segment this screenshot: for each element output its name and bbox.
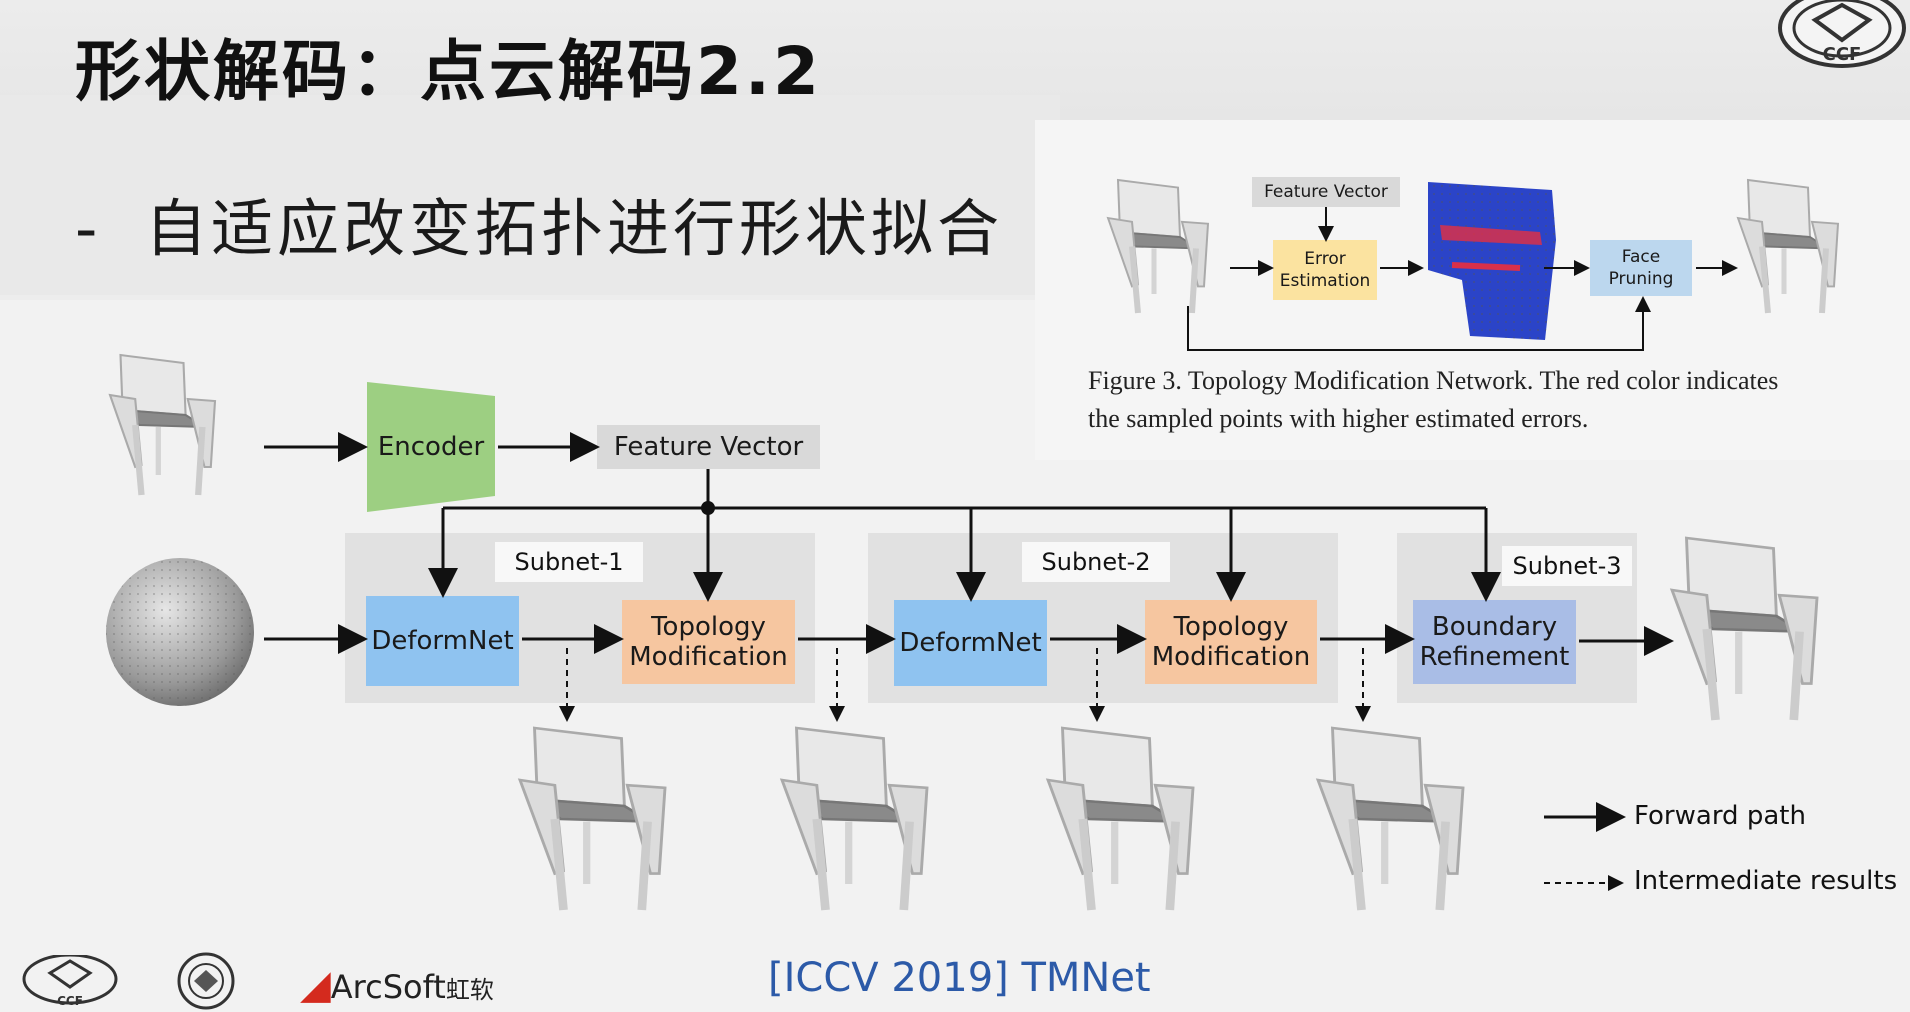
intermediate-chair-icon-4 — [1318, 728, 1463, 910]
inset-chair-input-icon — [1108, 180, 1208, 313]
face-label-line1: Face — [1621, 247, 1661, 267]
input-chair-icon — [110, 355, 215, 495]
topology-1-line1: Topology — [651, 612, 766, 642]
feature-vector-box: Feature Vector — [597, 425, 820, 469]
caption-line-1: Figure 3. Topology Modification Network.… — [1088, 366, 1779, 395]
subnet-3-label: Subnet-3 — [1502, 546, 1632, 586]
arcsoft-mark-icon: ◢ — [300, 962, 331, 1008]
bullet-point: -自适应改变拓扑进行形状拟合 — [75, 178, 1003, 268]
caption-line-2: the sampled points with higher estimated… — [1088, 404, 1589, 433]
university-seal-icon — [177, 952, 235, 1010]
error-estimation-box: Error Estimation — [1273, 240, 1377, 300]
subnet-1-label: Subnet-1 — [495, 542, 643, 582]
boundary-line2: Refinement — [1419, 642, 1570, 672]
ccf-logo-icon: CCF — [1778, 0, 1906, 68]
topology-2-line1: Topology — [1173, 612, 1289, 642]
boundary-refinement: Boundary Refinement — [1413, 600, 1576, 684]
topology-1-line2: Modification — [629, 642, 788, 672]
error-label-line2: Estimation — [1279, 271, 1371, 291]
topology-modification-1: Topology Modification — [622, 600, 795, 684]
point-cloud-icon — [1428, 182, 1556, 340]
error-label-line1: Error — [1304, 249, 1346, 269]
face-pruning-box: Face Pruning — [1590, 240, 1692, 296]
intermediate-chair-icon-3 — [1048, 728, 1193, 910]
intermediate-chair-icon-2 — [782, 728, 927, 910]
encoder-block — [367, 382, 495, 512]
arcsoft-cn: 虹软 — [445, 976, 494, 1004]
paper-reference: [ICCV 2019] TMNet — [768, 955, 1151, 1001]
legend-forward-label: Forward path — [1634, 801, 1806, 831]
bullet-band — [0, 95, 1060, 295]
boundary-line1: Boundary — [1431, 612, 1558, 642]
face-label-line2: Pruning — [1608, 269, 1674, 289]
inset-chair-output-icon — [1738, 180, 1838, 313]
svg-text:CCF: CCF — [57, 994, 83, 1008]
svg-text:CCF: CCF — [1823, 44, 1862, 65]
deformnet-2: DeformNet — [894, 600, 1047, 686]
intermediate-chair-icon-1 — [520, 728, 665, 910]
output-chair-icon — [1672, 538, 1817, 720]
deformnet-1: DeformNet — [366, 596, 519, 686]
encoder-label: Encoder — [377, 432, 485, 462]
topology-2-line2: Modification — [1151, 642, 1311, 672]
arcsoft-brand: ArcSoft — [330, 968, 446, 1006]
bullet-marker: - — [75, 192, 102, 265]
slide-title: 形状解码：点云解码2.2 — [75, 33, 822, 110]
bullet-text: 自适应改变拓扑进行形状拟合 — [145, 192, 1004, 265]
legend-intermediate-label: Intermediate results — [1634, 866, 1898, 896]
inset-feature-vector-box: Feature Vector — [1252, 177, 1400, 207]
inset-caption: Figure 3. Topology Modification Network.… — [1088, 362, 1888, 438]
topology-modification-2: Topology Modification — [1145, 600, 1317, 684]
arcsoft-logo: ◢ArcSoft虹软 — [300, 962, 494, 1008]
inset-feature-vector-label: Feature Vector — [1264, 182, 1388, 202]
ccf-footer-logo-icon: CCF — [22, 955, 118, 1008]
subnet-2-label: Subnet-2 — [1022, 542, 1170, 582]
